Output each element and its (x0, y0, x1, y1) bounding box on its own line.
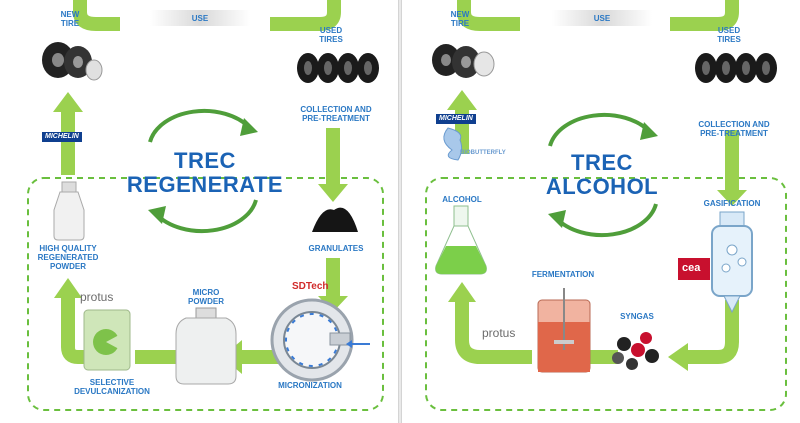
flow-arrow-down-1 (326, 128, 340, 186)
regenerated-powder-label: HIGH QUALITY REGENERATED POWDER (37, 244, 99, 271)
gasifier-image (711, 211, 753, 314)
regenerated-powder-image (53, 181, 85, 241)
granulates-label: GRANULATES (308, 244, 364, 253)
used-tires-label: USED TIRES (319, 26, 343, 44)
new-tire-label: NEW TIRE (450, 10, 470, 28)
biobutterfly-logo: BIOBUTTERFLY (460, 150, 506, 156)
biobutterfly-logo-shape (443, 127, 463, 161)
new-tire-label: NEW TIRE (60, 10, 80, 28)
alcohol-flow-graphics (425, 0, 787, 411)
micronization-image (270, 298, 370, 382)
cycle-arc-top (548, 112, 652, 147)
use-label: USE (191, 14, 209, 23)
flow-arrow-left-2 (135, 350, 183, 364)
protous-logo: protus (80, 290, 114, 304)
syngas-label: SYNGAS (620, 312, 654, 321)
flow-arrow-down-1-head (318, 184, 348, 202)
flow-arrow-down-2 (684, 300, 739, 364)
alcohol-label: ALCOHOL (442, 195, 482, 204)
use-bar (150, 10, 250, 26)
devulcanization-image (83, 309, 131, 371)
new-tire-image (42, 42, 103, 81)
flow-arrow-use-left (457, 0, 520, 31)
cycle-arc-bottom (154, 199, 258, 234)
selective-devulcanization-label: SELECTIVE DEVULCANIZATION (74, 378, 150, 396)
title-line-2: REGENERATE (126, 172, 284, 197)
michelin-logo: MICHELIN (436, 114, 476, 124)
flow-arrow-up-2-head (53, 92, 83, 112)
micronization-label: MICRONIZATION (278, 381, 342, 390)
syngas-image (612, 332, 659, 370)
flow-arrow-down-1 (725, 130, 739, 192)
alcohol-flask-image (435, 205, 487, 275)
title-line-1: TREC (571, 150, 633, 175)
flow-arrow-down-2-head (318, 296, 348, 312)
flow-arrow-down-2 (326, 258, 340, 298)
flow-arrow-up-2 (61, 110, 75, 175)
flow-arrow-left-1 (240, 350, 280, 364)
cycle-arc-top (148, 108, 252, 143)
cycle-arc-bottom (554, 203, 658, 238)
used-tires-label: USED TIRES (717, 26, 741, 44)
cea-logo-box (678, 258, 710, 280)
process-boundary (425, 177, 787, 411)
title-line-2: ALCOHOL (545, 174, 659, 199)
flow-arrow-use-left (73, 0, 120, 31)
use-bar (552, 10, 652, 26)
micro-powder-label: MICRO POWDER (188, 288, 224, 306)
flow-arrow-up-1 (61, 295, 90, 364)
flow-arrow-left-1 (584, 350, 618, 364)
use-label: USE (593, 14, 611, 23)
new-tire-image (432, 44, 495, 78)
sdtech-logo: SDTech (292, 281, 329, 292)
title-line-1: TREC (174, 148, 236, 173)
flow-arrow-use-right (270, 0, 341, 31)
trec-regenerate-panel: USE NEW TIRE USED TIRES COLLECTION AND P… (0, 0, 398, 423)
granulates-image (312, 207, 358, 232)
cea-logo: cea (682, 262, 701, 274)
used-tires-image (297, 53, 379, 83)
collection-label: COLLECTION AND PRE-TREATMENT (300, 105, 372, 123)
protous-logo: protus (482, 326, 516, 340)
micro-powder-image (175, 307, 237, 385)
michelin-logo: MICHELIN (42, 132, 82, 142)
regenerate-flow-graphics (27, 0, 384, 411)
flow-arrow-up-1-head (54, 278, 82, 298)
panel-divider (398, 0, 402, 423)
flow-arrow-use-right (670, 0, 739, 31)
fermentation-label: FERMENTATION (531, 270, 595, 279)
gasification-label: GASIFICATION (703, 199, 761, 208)
used-tires-image (695, 53, 777, 83)
collection-label: COLLECTION AND PRE-TREATMENT (698, 120, 770, 138)
fermenter-image (537, 288, 591, 373)
flow-arrow-left-2 (455, 300, 532, 364)
trec-alcohol-panel: USE NEW TIRE USED TIRES COLLECTION AND P… (402, 0, 800, 423)
